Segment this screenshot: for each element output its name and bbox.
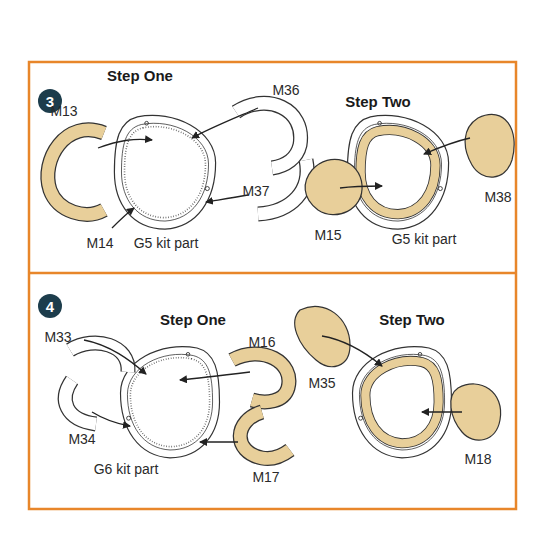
step-heading: Step Two (345, 94, 411, 111)
step-heading: Step One (107, 68, 173, 85)
part-label: M17 (252, 470, 279, 485)
part-label: M35 (308, 376, 335, 391)
part-label: M18 (464, 452, 491, 467)
step-number-circle: 4 (38, 294, 62, 318)
step-number: 4 (46, 298, 54, 315)
part-label: M34 (68, 432, 95, 447)
part-label: G5 kit part (392, 232, 457, 247)
part-label: M16 (248, 335, 275, 350)
part-label: M36 (272, 83, 299, 98)
part-label: M37 (242, 184, 269, 199)
step-heading: Step One (160, 312, 226, 329)
part-label: M14 (86, 236, 113, 251)
part-label: M38 (484, 190, 511, 205)
part-label: M13 (50, 104, 77, 119)
part-label: M15 (314, 228, 341, 243)
part-label: G6 kit part (94, 462, 159, 477)
part-label: M33 (44, 330, 71, 345)
step-heading: Step Two (379, 312, 445, 329)
part-label: G5 kit part (134, 236, 199, 251)
